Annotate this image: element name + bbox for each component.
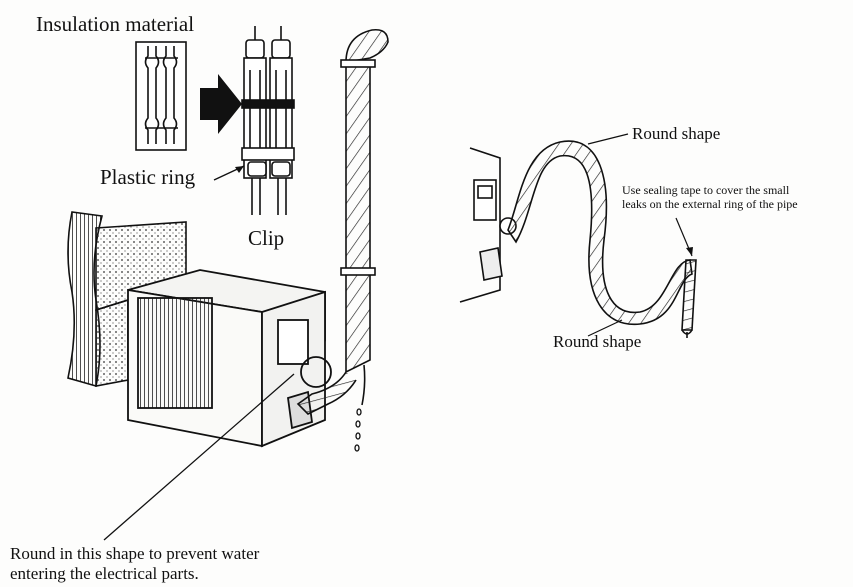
label-sealing-tape-line1: Use sealing tape to cover the small <box>622 183 790 197</box>
label-sealing-tape-line2: leaks on the external ring of the pipe <box>622 197 798 211</box>
label-round-shape-top: Round shape <box>632 124 721 143</box>
clip-pipes-detail <box>241 26 295 215</box>
label-water-note-line2: entering the electrical parts. <box>10 564 199 583</box>
water-note-pointer <box>103 373 295 541</box>
label-water-note-line1: Round in this shape to prevent water <box>10 544 260 563</box>
label-plastic-ring: Plastic ring <box>100 165 196 189</box>
label-insulation-material: Insulation material <box>36 12 195 36</box>
insulation-material-detail <box>135 41 187 151</box>
water-drops <box>354 408 362 452</box>
insulated-pipe-left <box>296 28 389 415</box>
insulated-pipe-right <box>507 140 697 338</box>
outdoor-unit <box>127 269 332 448</box>
wall-section <box>67 211 187 388</box>
indoor-wall <box>459 147 517 303</box>
label-round-shape-bottom: Round shape <box>553 332 642 351</box>
arrow-right-icon <box>200 74 242 134</box>
label-clip: Clip <box>248 226 285 250</box>
